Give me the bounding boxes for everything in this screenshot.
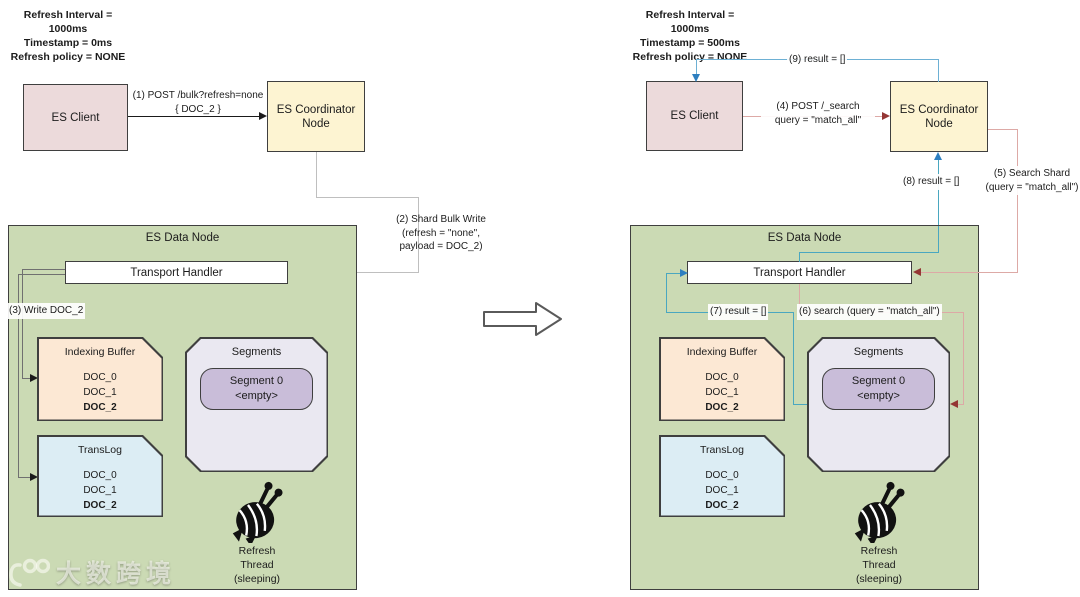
left-data-node-title: ES Data Node <box>145 232 220 244</box>
msg6-line <box>799 284 801 313</box>
msg2-line <box>296 272 419 274</box>
msg2-line <box>418 197 420 273</box>
right-segments-title: Segments <box>853 346 904 358</box>
doc-item: DOC_0 <box>705 372 739 383</box>
left-segment0-box: Segment 0 <empty> <box>200 368 313 410</box>
left-indexing-buffer-box: Indexing Buffer DOC_0 DOC_1 DOC_2 <box>37 337 163 421</box>
msg2-label: (2) Shard Bulk Write (refresh = "none", … <box>396 214 486 252</box>
msg5-line <box>988 129 1018 131</box>
msg3-arrowhead <box>30 374 38 382</box>
msg6-label: (6) search (query = "match_all") <box>797 304 942 320</box>
left-translog-title: TransLog <box>78 444 122 456</box>
msg7-line <box>666 273 668 313</box>
msg6-line <box>963 312 965 405</box>
msg2-line <box>316 197 419 199</box>
msg1-arrowhead <box>259 112 267 120</box>
msg4-label: (4) POST /_search query = "match_all" <box>761 99 875 128</box>
msg6-arrowhead <box>950 400 958 408</box>
msg5-line <box>920 272 1018 274</box>
doc-item: DOC_2 <box>83 402 117 413</box>
right-segment0-box: Segment 0 <empty> <box>822 368 935 410</box>
right-transport-handler-box: Transport Handler <box>687 261 912 284</box>
msg8-line <box>799 252 801 262</box>
right-translog-title: TransLog <box>700 444 744 456</box>
watermark-logo-icon <box>9 558 50 587</box>
msg2-line <box>316 152 318 198</box>
right-es-coordinator-box: ES Coordinator Node <box>890 81 988 152</box>
msg3-line <box>18 274 20 478</box>
right-refresh-state-text: Refresh Interval = 1000ms Timestamp = 50… <box>632 9 748 63</box>
msg6-line <box>957 404 964 406</box>
bee-icon <box>854 481 905 543</box>
msg8-line <box>799 252 939 254</box>
msg8-arrowhead <box>934 152 942 160</box>
left-refresh-thread-label: Refresh Thread (sleeping) <box>233 545 281 585</box>
msg5-arrowhead <box>913 268 921 276</box>
msg5-line <box>1017 129 1019 273</box>
msg3-line <box>18 477 32 479</box>
doc-item: DOC_2 <box>705 500 739 511</box>
transition-arrow-icon <box>483 302 562 336</box>
right-es-client-box: ES Client <box>646 81 743 151</box>
right-translog-box: TransLog DOC_0 DOC_1 DOC_2 <box>659 435 785 517</box>
left-translog-box: TransLog DOC_0 DOC_1 DOC_2 <box>37 435 163 517</box>
doc-item: DOC_0 <box>83 470 117 481</box>
msg8-label: (8) result = [] <box>901 174 962 190</box>
msg9-label: (9) result = [] <box>787 52 848 68</box>
msg3-arrowhead <box>30 473 38 481</box>
msg7-line <box>793 312 795 405</box>
msg3-line <box>22 269 24 379</box>
msg7-label: (7) result = [] <box>708 304 769 320</box>
right-indexing-buffer-title: Indexing Buffer <box>686 346 758 358</box>
msg1-label: (1) POST /bulk?refresh=none { DOC_2 } <box>132 90 264 115</box>
bee-icon <box>232 481 283 543</box>
doc-item: DOC_0 <box>83 372 117 383</box>
left-indexing-buffer-title: Indexing Buffer <box>64 346 136 358</box>
right-indexing-buffer-box: Indexing Buffer DOC_0 DOC_1 DOC_2 <box>659 337 785 421</box>
msg9-line <box>938 59 940 82</box>
msg3-line <box>22 269 65 271</box>
doc-item: DOC_1 <box>705 485 739 496</box>
doc-item: DOC_2 <box>705 402 739 413</box>
left-es-client-box: ES Client <box>23 84 128 151</box>
doc-item: DOC_1 <box>705 387 739 398</box>
right-refresh-thread-label: Refresh Thread (sleeping) <box>855 545 903 585</box>
doc-item: DOC_1 <box>83 387 117 398</box>
msg4-arrowhead <box>882 112 890 120</box>
msg7-line <box>666 273 681 275</box>
doc-item: DOC_1 <box>83 485 117 496</box>
right-data-node-title: ES Data Node <box>767 232 842 244</box>
watermark: 大数跨境 <box>6 554 176 590</box>
msg9-line <box>696 59 698 75</box>
msg8-line <box>938 226 940 253</box>
msg8-line <box>938 159 940 253</box>
watermark-text: 大数跨境 <box>56 560 177 588</box>
left-es-coordinator-box: ES Coordinator Node <box>267 81 365 152</box>
left-refresh-state-text: Refresh Interval = 1000ms Timestamp = 0m… <box>10 9 126 63</box>
msg7-line <box>793 404 808 406</box>
msg1-line <box>128 116 259 118</box>
msg9-arrowhead <box>692 74 700 82</box>
msg3-line <box>18 274 65 276</box>
doc-item: DOC_0 <box>705 470 739 481</box>
left-transport-handler-box: Transport Handler <box>65 261 288 284</box>
msg7-arrowhead <box>680 269 688 277</box>
msg5-label: (5) Search Shard (query = "match_all") <box>981 166 1080 195</box>
msg3-label: (3) Write DOC_2 <box>7 303 86 319</box>
doc-item: DOC_2 <box>83 500 117 511</box>
left-segments-title: Segments <box>231 346 282 358</box>
msg3-line <box>22 378 32 380</box>
